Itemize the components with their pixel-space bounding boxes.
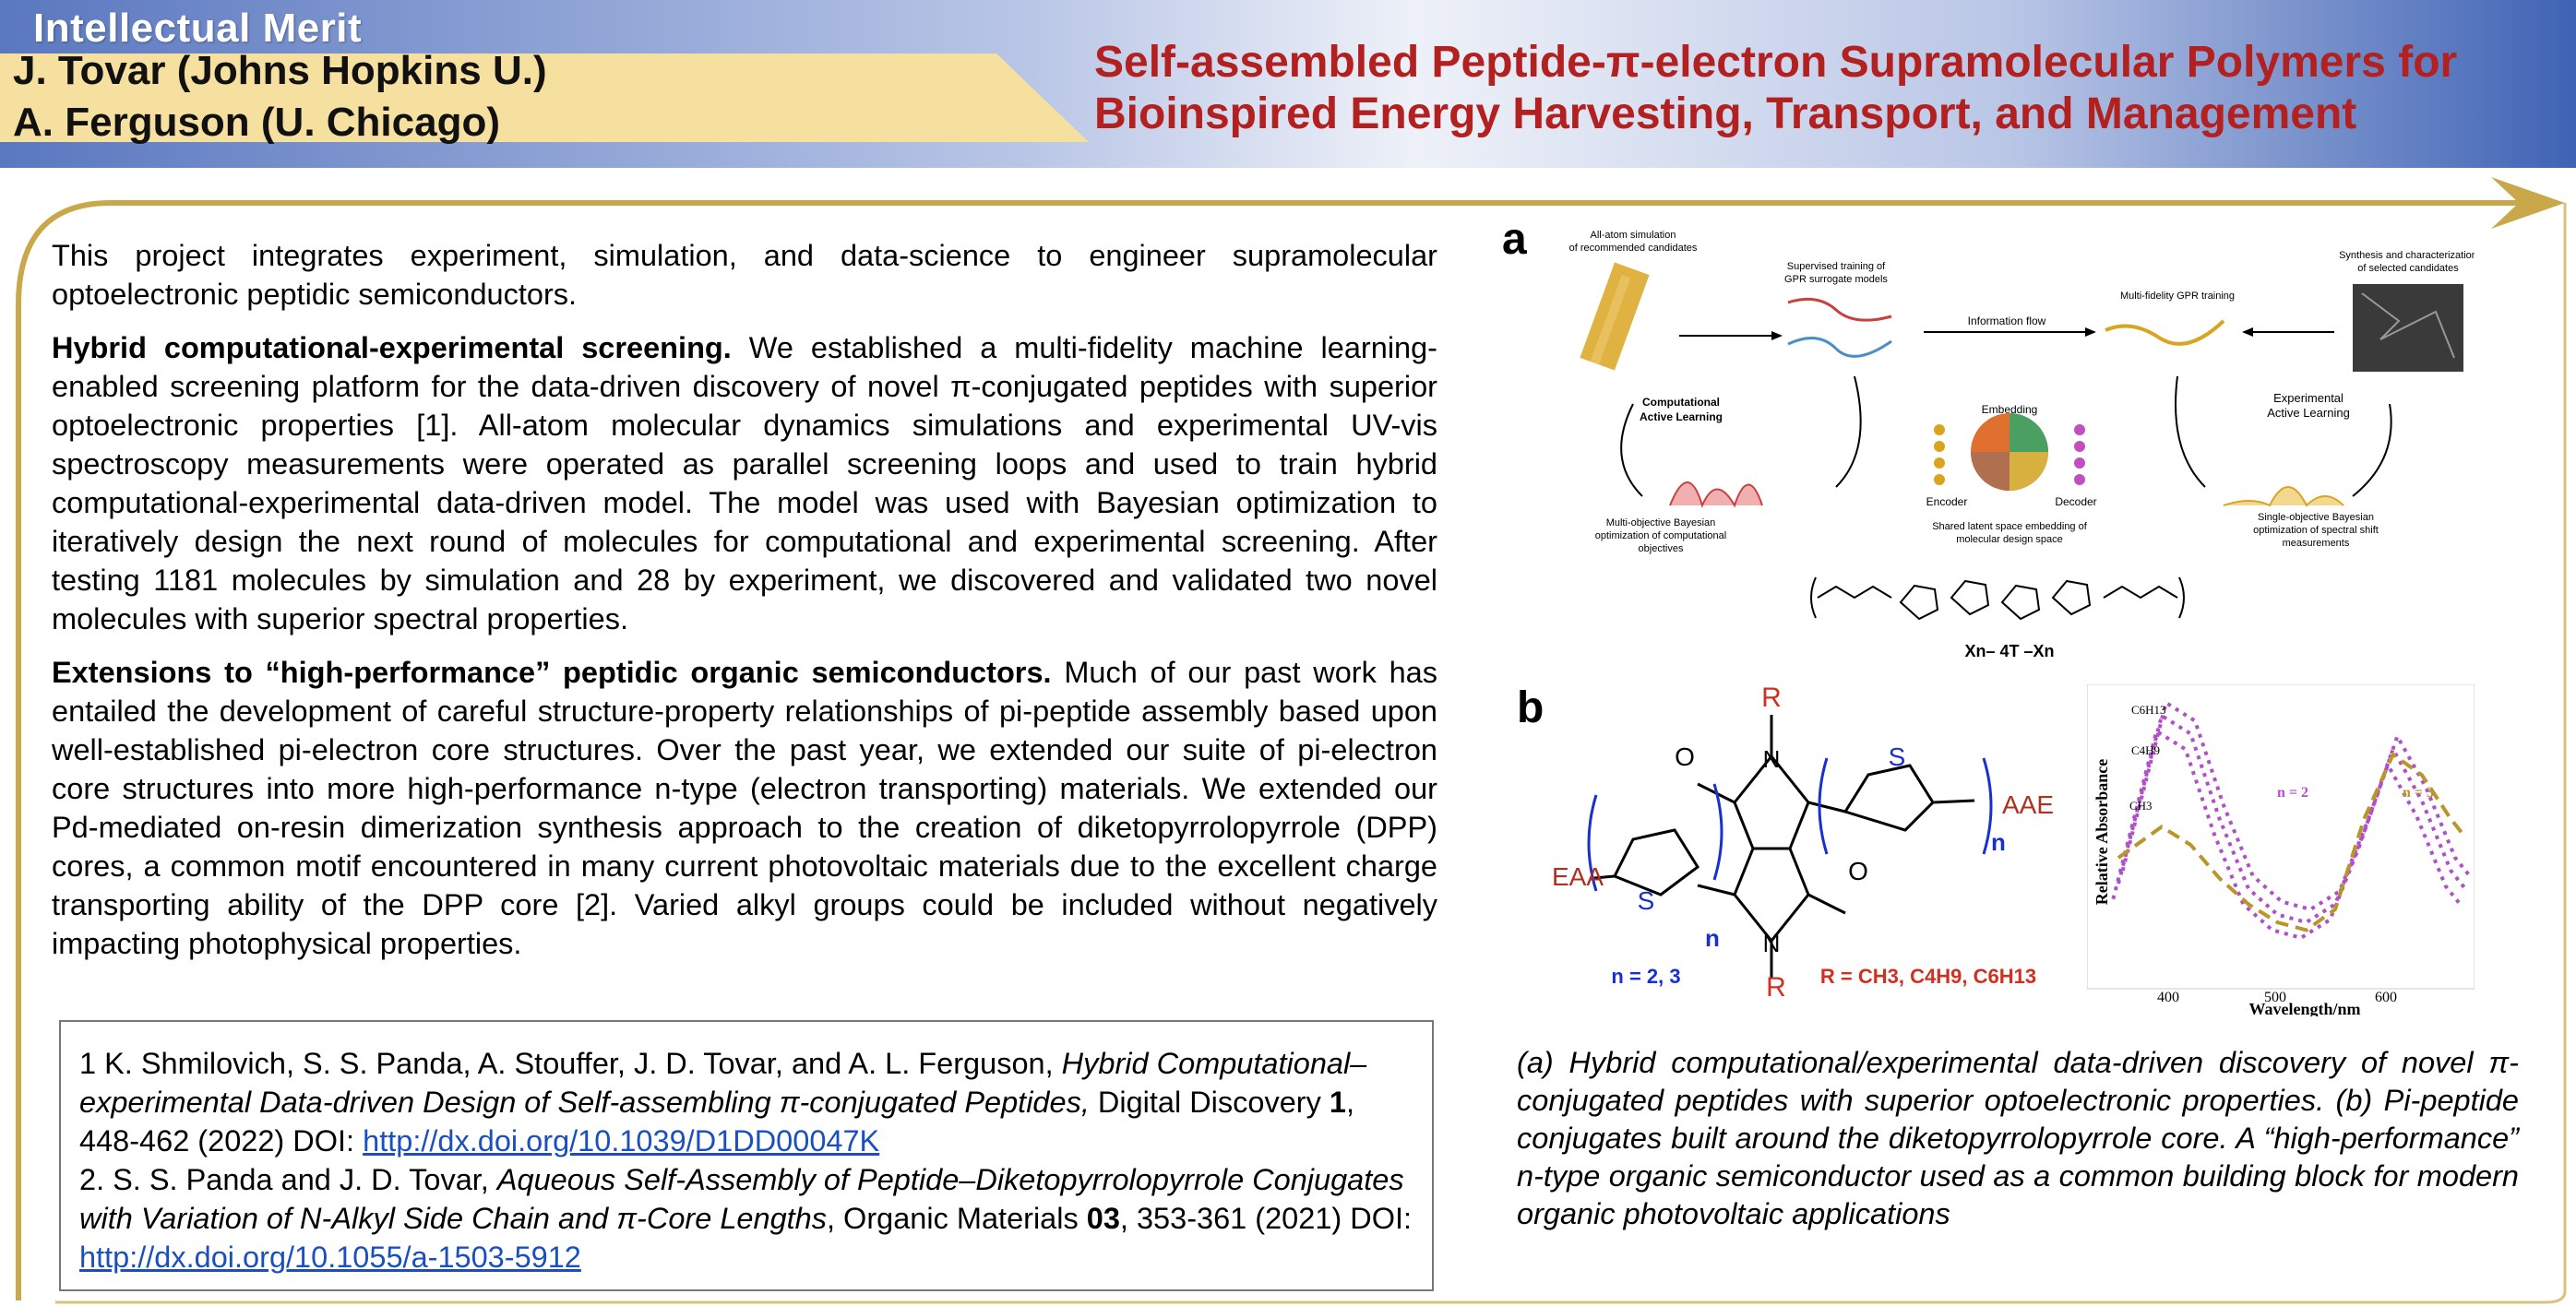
figure-a-label: a <box>1502 215 1527 264</box>
ref1-journal: Digital Discovery <box>1089 1086 1330 1119</box>
s-left: S <box>1638 886 1655 915</box>
multiobj-label-3: objectives <box>1639 543 1684 554</box>
encoder-label: Encoder <box>1926 495 1968 508</box>
allatom-label-1: All-atom simulation <box>1591 230 1676 241</box>
chart-xlabel: Wavelength/nm <box>2248 1000 2360 1016</box>
dpp-structure: R R N N O O S AAE n S EAA n n = 2, 3 <box>1550 673 2067 1003</box>
n-atom-bottom: N <box>1763 930 1781 957</box>
exp-al-label-2: Active Learning <box>2267 406 2350 420</box>
program-label: Intellectual Merit <box>33 6 363 51</box>
chart-ylabel: Relative Absorbance <box>2093 759 2111 905</box>
ref1-doi-link[interactable]: http://dx.doi.org/10.1039/D1DD00047K <box>363 1124 880 1158</box>
section2-heading: Extensions to “high-performance” peptidi… <box>52 656 1052 689</box>
multiobj-peaks <box>1669 481 1763 508</box>
figure-caption: (a) Hybrid computational/experimental da… <box>1517 1046 2519 1230</box>
ref2-pages: , 353-361 (2021) DOI: <box>1119 1202 1413 1235</box>
info-flow-label: Information flow <box>1968 315 2046 327</box>
ref1-pages: , 448-462 (2022) DOI: <box>79 1086 1355 1158</box>
x-tick-400: 400 <box>2157 990 2179 1005</box>
author-tovar: J. Tovar (Johns Hopkins U.) <box>13 48 547 93</box>
singleobj-label-1: Single-objective Bayesian <box>2258 512 2374 523</box>
molecule-label: Xn– 4T –Xn <box>1964 642 2054 660</box>
r-values: R = CH3, C4H9, C6H13 <box>1820 965 2036 988</box>
o-bottom: O <box>1848 857 1868 885</box>
ref1-authors: 1 K. Shmilovich, S. S. Panda, A. Stouffe… <box>79 1047 1062 1080</box>
ref1-volume: 1 <box>1329 1086 1346 1119</box>
ref2-doi-link[interactable]: http://dx.doi.org/10.1055/a-1503-5912 <box>79 1241 581 1274</box>
n-right: n <box>1991 828 2006 856</box>
comp-al-label-1: Computational <box>1642 396 1720 409</box>
author-ferguson: A. Ferguson (U. Chicago) <box>13 100 500 145</box>
ref1-title: Hybrid Computational–experimental Data-d… <box>79 1047 1367 1119</box>
synthesis-label-1: Synthesis and characterization <box>2339 250 2475 261</box>
project-title-line2: Bioinspired Energy Harvesting, Transport… <box>1094 89 2357 138</box>
supervised-red-curve <box>1787 297 1892 322</box>
gold-frame <box>16 177 2567 1304</box>
exp-al-label-1: Experimental <box>2273 391 2343 405</box>
embedding-label: Embedding <box>1982 403 2038 416</box>
ref2-journal: , Organic Materials <box>827 1202 1087 1235</box>
n-atom-top: N <box>1763 745 1781 773</box>
figure-a: All-atom simulation of recommended candi… <box>1541 229 2477 662</box>
multifidelity-curve <box>2105 319 2225 346</box>
section1-paragraph: Hybrid computational-experimental screen… <box>52 328 1437 638</box>
section1-text: We established a multi-fidelity machine … <box>52 331 1438 635</box>
references-box: 1 K. Shmilovich, S. S. Panda, A. Stouffe… <box>59 1020 1434 1291</box>
section2-paragraph: Extensions to “high-performance” peptidi… <box>52 653 1437 963</box>
quaterthiophene-molecule <box>1810 576 2185 621</box>
dpp-core <box>1697 715 1846 978</box>
aae-label: AAE <box>2002 790 2054 819</box>
annot-c4h9: C4H9 <box>2131 743 2160 757</box>
o-top: O <box>1675 742 1695 771</box>
annot-c6h13: C6H13 <box>2131 703 2166 717</box>
section1-heading: Hybrid computational-experimental screen… <box>52 331 732 364</box>
eaa-label: EAA <box>1552 862 1604 891</box>
decoder-label: Decoder <box>2055 495 2096 508</box>
ref2-authors: 2. S. S. Panda and J. D. Tovar, <box>79 1163 497 1196</box>
absorbance-chart: Wavelength/nm Relative Absorbance 400 50… <box>2086 683 2475 1018</box>
reference-1: 1 K. Shmilovich, S. S. Panda, A. Stouffe… <box>79 1044 1415 1160</box>
thiophene-right <box>1818 757 1993 855</box>
supervised-label-1: Supervised training of <box>1787 261 1886 272</box>
latent-label-2: molecular design space <box>1956 534 2063 545</box>
multifidelity-label: Multi-fidelity GPR training <box>2120 291 2235 302</box>
thiophene-left <box>1587 783 1723 892</box>
n-left: n <box>1705 924 1720 952</box>
project-title-line1: Self-assembled Peptide-π-electron Supram… <box>1094 38 2458 87</box>
supervised-blue-curve <box>1787 337 1892 358</box>
r-top: R <box>1761 683 1782 713</box>
allatom-label-2: of recommended candidates <box>1569 243 1698 254</box>
r-bottom: R <box>1766 972 1786 996</box>
annot-n2: n = 2 <box>2277 785 2308 801</box>
sem-image <box>2353 284 2463 372</box>
s-right: S <box>1889 742 1906 771</box>
reference-2: 2. S. S. Panda and J. D. Tovar, Aqueous … <box>79 1160 1415 1276</box>
series-line-n-3-0 <box>2117 751 2467 932</box>
project-title: Self-assembled Peptide-π-electron Supram… <box>1094 37 2552 140</box>
x-tick-600: 600 <box>2375 990 2397 1005</box>
singleobj-label-3: measurements <box>2283 538 2350 549</box>
singleobj-label-2: optimization of spectral shift <box>2253 525 2379 536</box>
author-ribbon <box>0 53 1089 142</box>
header-banner: Intellectual Merit J. Tovar (Johns Hopki… <box>0 0 2576 168</box>
section2-text: Much of our past work has entailed the d… <box>52 656 1437 960</box>
multiobj-label-2: optimization of computational <box>1595 530 1726 541</box>
x-tick-500: 500 <box>2264 990 2286 1005</box>
peptide-stack-image <box>1580 262 1650 371</box>
latent-label-1: Shared latent space embedding of <box>1932 521 2088 532</box>
annot-ch3: CH3 <box>2129 799 2153 813</box>
annot-n3: n = 3 <box>2403 785 2434 801</box>
singleobj-peaks <box>2223 486 2344 507</box>
intro-paragraph: This project integrates experiment, simu… <box>52 239 1437 311</box>
ref2-volume: 03 <box>1086 1202 1120 1235</box>
comp-al-label-2: Active Learning <box>1640 410 1723 423</box>
multiobj-label-1: Multi-objective Bayesian <box>1606 517 1716 528</box>
figure-b-label: b <box>1517 683 1544 732</box>
ref2-title: Aqueous Self-Assembly of Peptide–Diketop… <box>79 1163 1404 1235</box>
n-values: n = 2, 3 <box>1611 965 1680 988</box>
chart-frame <box>2086 683 2475 990</box>
body-text: This project integrates experiment, simu… <box>52 236 1437 978</box>
synthesis-label-2: of selected candidates <box>2357 263 2459 274</box>
supervised-label-2: GPR surrogate models <box>1784 274 1888 285</box>
